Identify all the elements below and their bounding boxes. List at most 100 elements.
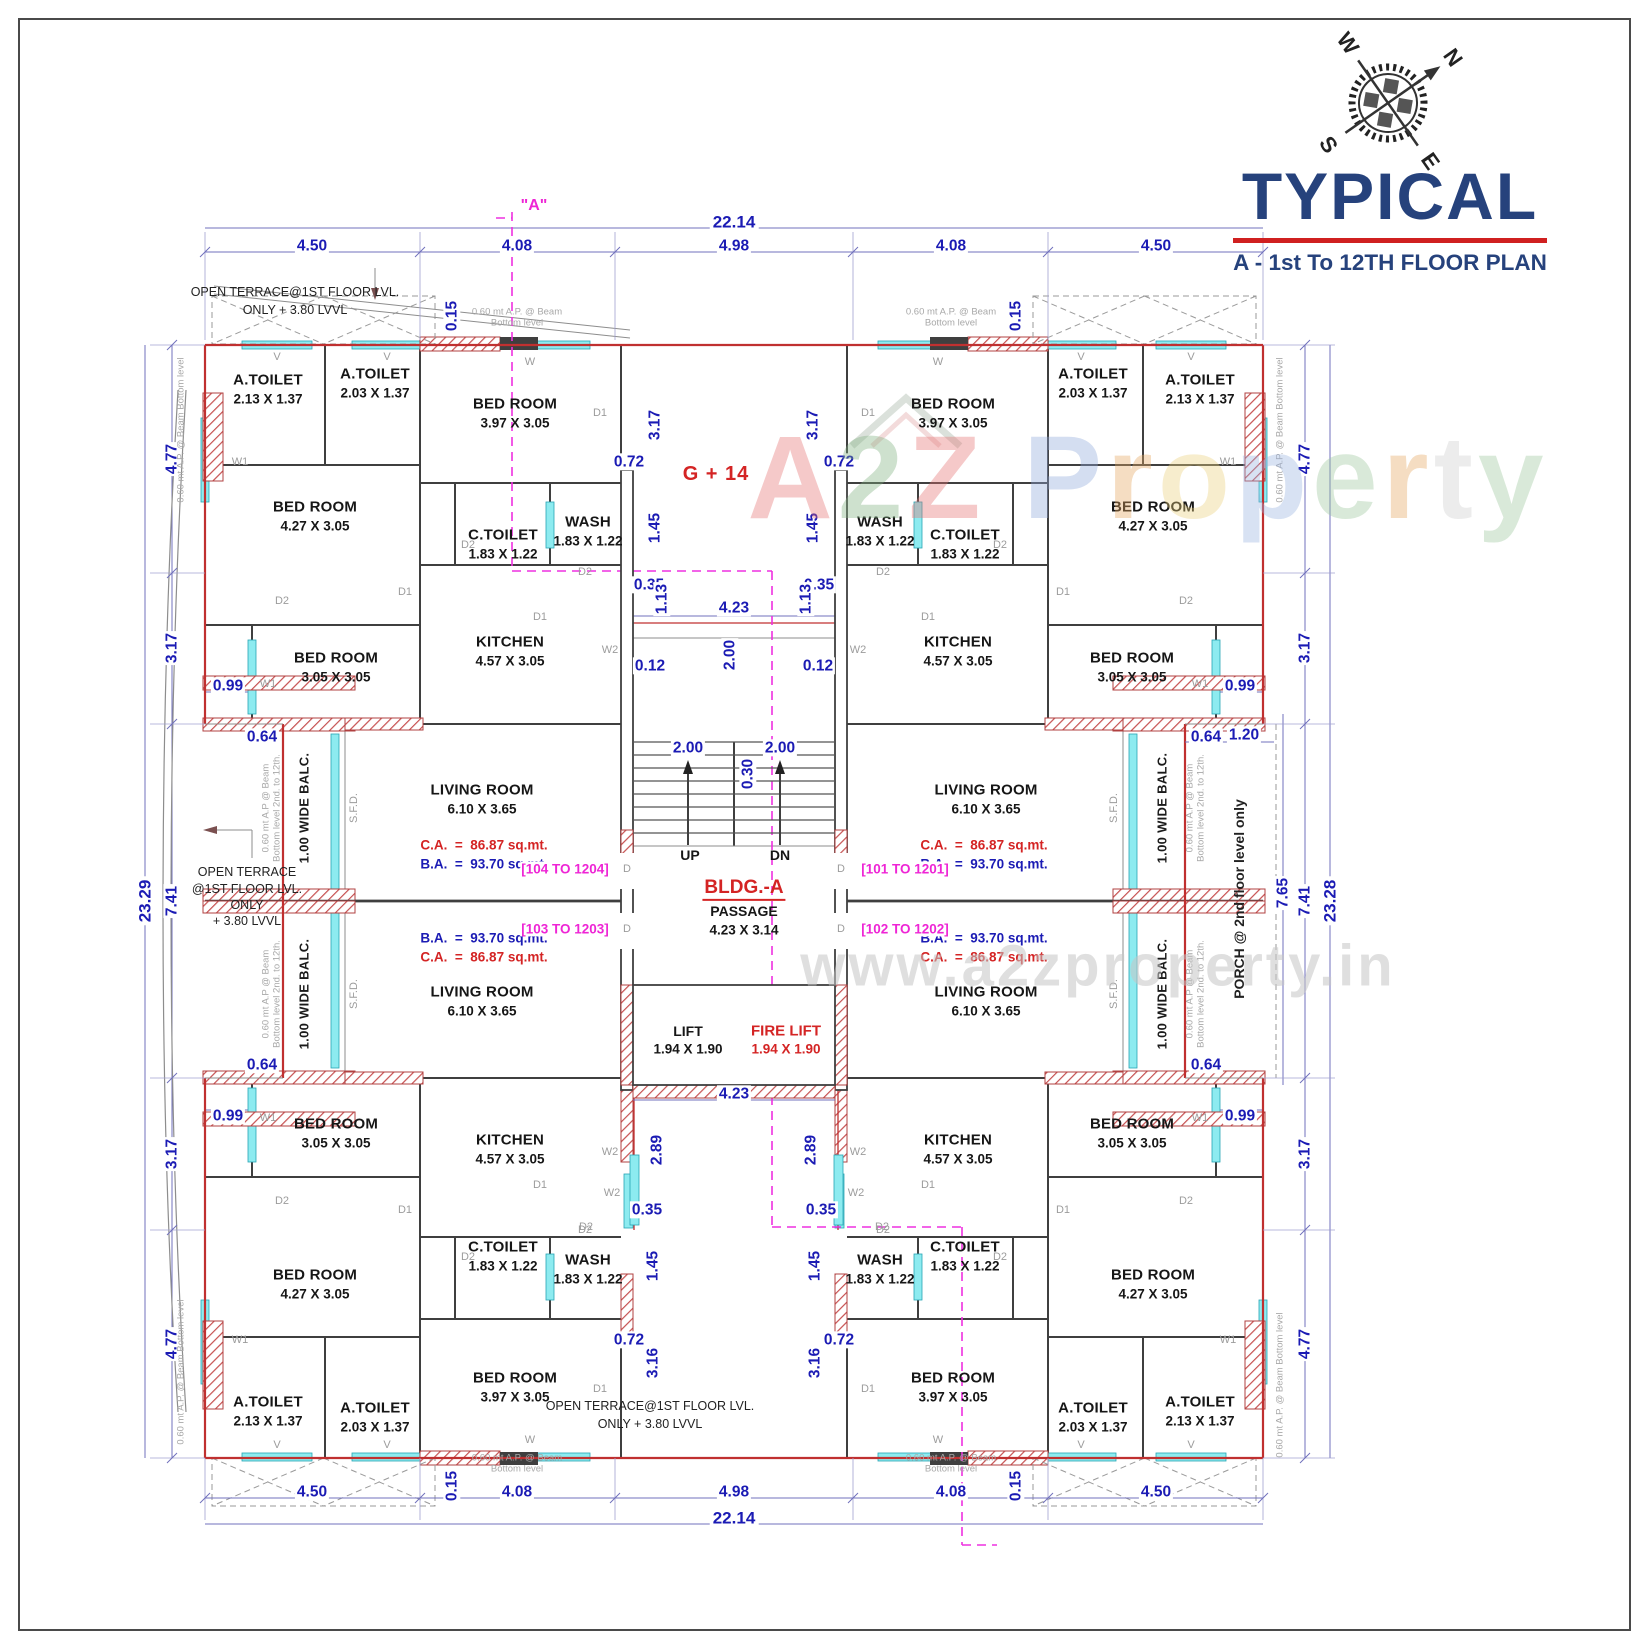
- wall-hatch: [202, 900, 356, 914]
- window: [1128, 909, 1138, 1069]
- dim-tick: [1299, 1072, 1311, 1084]
- plan-label: FIRE LIFT: [751, 1022, 821, 1040]
- plan-label: 1.94 X 1.90: [751, 1041, 821, 1057]
- plan-label: 4.57 X 3.05: [475, 1151, 545, 1167]
- plan-label: A.TOILET: [1165, 1393, 1235, 1411]
- dimension-label: 0.15: [1007, 298, 1025, 334]
- plan-label: 3.97 X 3.05: [480, 1389, 550, 1405]
- plan-label: BLDG.-A: [702, 877, 786, 902]
- plan-label: PORCH @ 2nd floor level only: [1231, 799, 1248, 999]
- dimension-label: 7.41: [1296, 883, 1314, 919]
- dim-tick: [414, 246, 426, 258]
- plan-label: ONLY + 3.80 LVVL: [597, 1417, 703, 1431]
- wall-hatch: [1112, 900, 1266, 914]
- plan-label: C.TOILET: [468, 1238, 538, 1256]
- plan-label: 2.13 X 1.37: [1165, 391, 1235, 407]
- plan-label: WASH: [565, 1251, 611, 1269]
- drawing-note: W: [524, 355, 536, 368]
- plan-label: WASH: [857, 513, 903, 531]
- drawing-note: W1: [1191, 677, 1209, 690]
- dimension-label: 2.00: [670, 739, 706, 757]
- plan-label: + 3.80 LVVL: [212, 914, 282, 928]
- plan-label: BED ROOM: [910, 1369, 996, 1387]
- door-opening: [833, 853, 849, 889]
- plan-label: C.A. = 86.87 sq.mt.: [420, 837, 548, 853]
- wall-hatch: [834, 1081, 848, 1163]
- dim-tick: [1299, 339, 1311, 351]
- plan-label: 1.00 WIDE BALC.: [296, 938, 312, 1050]
- wall-hatch: [1044, 717, 1124, 731]
- dimension-label: 4.08: [933, 1483, 969, 1501]
- drawing-note: D1: [920, 610, 936, 623]
- drawing-note: D2: [1178, 594, 1194, 607]
- plan-label: 2.03 X 1.37: [1058, 385, 1128, 401]
- drawing-note: 0.60 mt A.P @ Beam Bottom level 2nd. to …: [260, 940, 282, 1048]
- drawing-note: D1: [592, 1382, 608, 1395]
- title-underline: [1233, 238, 1547, 243]
- drawing-note: 0.60 mt A.P @ Beam Bottom level 2nd. to …: [1184, 754, 1206, 862]
- dim-tick: [166, 567, 178, 579]
- dimension-label: 0.15: [443, 1468, 461, 1504]
- drawing-note: V: [383, 350, 391, 363]
- drawing-note: 0.60 mt A.P. @ Beam Bottom level: [471, 306, 563, 328]
- compass-part: [1374, 109, 1396, 131]
- plan-label: 4.23 X 3.14: [709, 922, 779, 938]
- compass-part: [1380, 75, 1402, 97]
- dimension-label: 4.98: [716, 237, 752, 255]
- dimension-label: 3.17: [163, 630, 181, 666]
- dimension-label: 0.64: [1188, 728, 1224, 746]
- plan-label: 3.05 X 3.05: [301, 1135, 371, 1151]
- plan-label: LIVING ROOM: [430, 983, 534, 1001]
- dimension-label: 2.00: [762, 739, 798, 757]
- drawing-note: W1: [259, 677, 277, 690]
- wall-hatch: [202, 392, 224, 482]
- dim-tick: [1257, 246, 1269, 258]
- dimension-label: 4.50: [1138, 1483, 1174, 1501]
- plan-label: BED ROOM: [472, 1369, 558, 1387]
- plan-label: LIVING ROOM: [934, 781, 1038, 799]
- dimension-label: 1.45: [646, 510, 664, 546]
- plan-label: BED ROOM: [272, 498, 358, 516]
- dim-tick: [166, 1452, 178, 1464]
- plan-label: 4.27 X 3.05: [1118, 518, 1188, 534]
- plan-label: 6.10 X 3.65: [447, 801, 517, 817]
- plan-label: A.TOILET: [340, 365, 410, 383]
- drawing-note: D2: [992, 1250, 1008, 1263]
- wall-block: [632, 984, 836, 1086]
- plan-label: BED ROOM: [1110, 498, 1196, 516]
- drawing-note: D1: [1055, 1203, 1071, 1216]
- plan-label: BED ROOM: [910, 395, 996, 413]
- plan-label: 6.10 X 3.65: [447, 1003, 517, 1019]
- drawing-note: D2: [460, 1250, 476, 1263]
- plan-label: 4.27 X 3.05: [280, 518, 350, 534]
- dimension-label: 4.98: [716, 1483, 752, 1501]
- watermark-house-icon: [849, 393, 963, 449]
- wall-hatch: [344, 1071, 424, 1085]
- title-block: TYPICAL A - 1st To 12TH FLOOR PLAN: [1205, 30, 1575, 276]
- plan-label: LIVING ROOM: [934, 983, 1038, 1001]
- plan-label: 6.10 X 3.65: [951, 1003, 1021, 1019]
- drawing-note: 0.60 mt A.P. @ Beam Bottom level: [1274, 357, 1286, 503]
- dim-tick: [1042, 1492, 1054, 1504]
- plan-label: 1.00 WIDE BALC.: [296, 752, 312, 864]
- plan-label: OPEN TERRACE: [197, 865, 297, 879]
- drawing-note: W1: [1219, 455, 1237, 468]
- plan-label: A.TOILET: [233, 1393, 303, 1411]
- plan-label: 3.97 X 3.05: [918, 415, 988, 431]
- plan-label: 3.97 X 3.05: [480, 415, 550, 431]
- dimension-label: 1.45: [806, 1248, 824, 1284]
- terrace-curve: [162, 389, 179, 1413]
- dimension-label: 0.72: [611, 453, 647, 471]
- plan-label: LIVING ROOM: [430, 781, 534, 799]
- plan-label: 4.57 X 3.05: [475, 653, 545, 669]
- drawing-note: 0.60 mt A.P @ Beam Bottom level 2nd. to …: [1184, 940, 1206, 1048]
- door-opening: [833, 913, 849, 949]
- plan-label: WASH: [565, 513, 611, 531]
- plan-label: 1.83 X 1.22: [930, 1258, 1000, 1274]
- drawing-note: W: [524, 1433, 536, 1446]
- dim-tick: [609, 1492, 621, 1504]
- wall-hatch: [1244, 1320, 1266, 1410]
- wall-solid: [930, 337, 968, 350]
